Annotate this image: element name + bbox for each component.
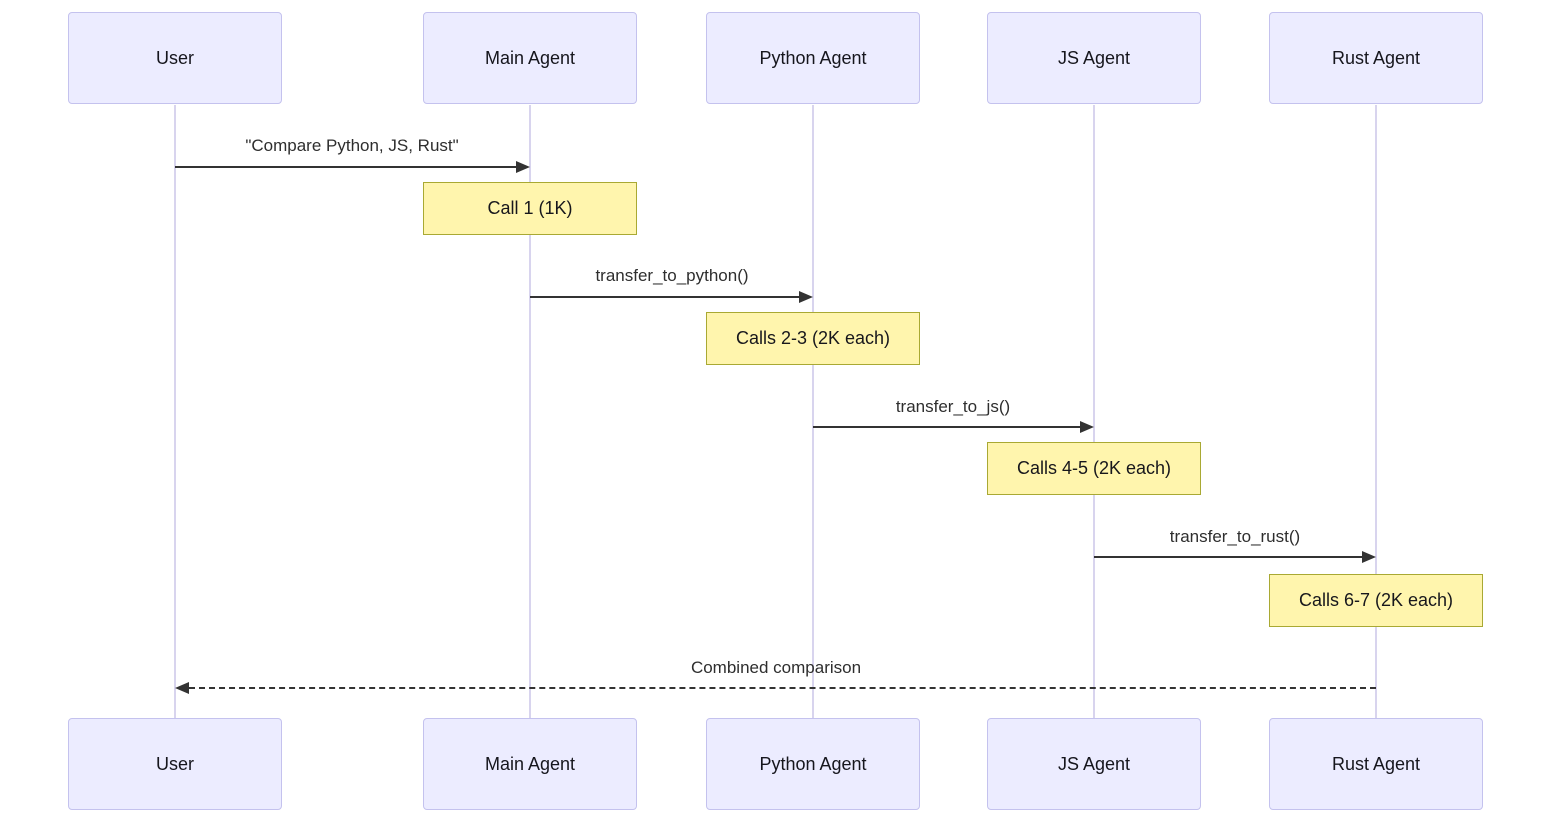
message-label-transfer-to-python: transfer_to_python(): [595, 266, 749, 285]
note-label: Calls 4-5 (2K each): [1016, 458, 1172, 478]
actor-bottom-main-agent: Main Agent: [423, 718, 637, 810]
note-calls-4-5: Calls 4-5 (2K each): [987, 442, 1201, 495]
actor-label: JS Agent: [1057, 47, 1131, 68]
lifeline-js-agent: [1093, 105, 1095, 719]
message-label-transfer-to-rust: transfer_to_rust(): [1169, 527, 1301, 546]
note-calls-2-3: Calls 2-3 (2K each): [706, 312, 920, 365]
actor-label: User: [155, 47, 194, 68]
actor-label: Rust Agent: [1331, 47, 1421, 68]
actor-top-user: User: [68, 12, 282, 104]
message-label-transfer-to-js: transfer_to_js(): [895, 397, 1011, 416]
arrowhead-right-icon: [799, 291, 813, 303]
actor-top-main-agent: Main Agent: [423, 12, 637, 104]
actor-top-rust-agent: Rust Agent: [1269, 12, 1483, 104]
arrowhead-right-icon: [1362, 551, 1376, 563]
actor-label: Python Agent: [759, 753, 867, 774]
note-call-1: Call 1 (1K): [423, 182, 637, 235]
message-line-transfer-to-rust: [1094, 556, 1362, 558]
actor-label: Main Agent: [484, 47, 576, 68]
message-label-combined-comparison: Combined comparison: [690, 658, 862, 677]
lifeline-rust-agent: [1375, 105, 1377, 719]
lifeline-user: [174, 105, 176, 719]
arrowhead-right-icon: [1080, 421, 1094, 433]
message-line-compare: [175, 166, 517, 168]
actor-top-js-agent: JS Agent: [987, 12, 1201, 104]
note-calls-6-7: Calls 6-7 (2K each): [1269, 574, 1483, 627]
message-label-compare: "Compare Python, JS, Rust": [245, 136, 459, 155]
arrowhead-right-icon: [516, 161, 530, 173]
actor-label: Python Agent: [759, 47, 867, 68]
actor-label: User: [155, 753, 194, 774]
actor-bottom-python-agent: Python Agent: [706, 718, 920, 810]
actor-label: Rust Agent: [1331, 753, 1421, 774]
lifeline-python-agent: [812, 105, 814, 719]
actor-bottom-user: User: [68, 718, 282, 810]
actor-top-python-agent: Python Agent: [706, 12, 920, 104]
actor-bottom-rust-agent: Rust Agent: [1269, 718, 1483, 810]
arrowhead-left-icon: [175, 682, 189, 694]
note-label: Calls 2-3 (2K each): [735, 328, 891, 348]
note-label: Calls 6-7 (2K each): [1298, 590, 1454, 610]
message-line-combined-comparison: [189, 687, 1376, 689]
lifeline-main-agent: [529, 105, 531, 719]
note-label: Call 1 (1K): [487, 198, 573, 218]
actor-bottom-js-agent: JS Agent: [987, 718, 1201, 810]
message-line-transfer-to-python: [530, 296, 800, 298]
message-line-transfer-to-js: [813, 426, 1080, 428]
actor-label: Main Agent: [484, 753, 576, 774]
actor-label: JS Agent: [1057, 753, 1131, 774]
